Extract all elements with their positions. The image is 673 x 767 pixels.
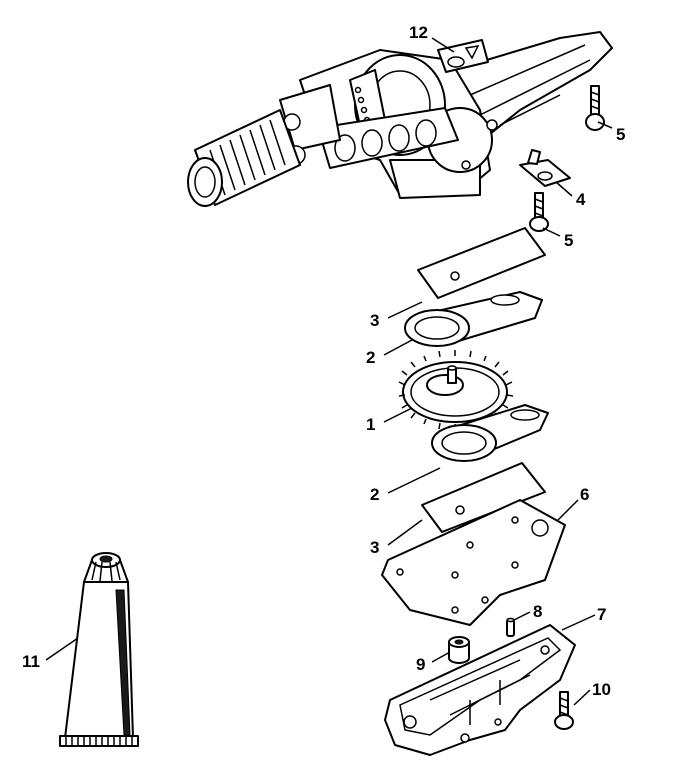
callout-5b: 5: [564, 231, 573, 250]
leader-lines: [45, 37, 613, 706]
callout-10: 10: [592, 680, 611, 699]
callout-2a: 2: [366, 348, 375, 367]
part-3-gasket-upper: [417, 227, 546, 299]
callout-3a: 3: [370, 311, 379, 330]
callout-11: 12: [409, 23, 428, 42]
part-9-bushing: [448, 636, 470, 664]
part-8-pin: [506, 617, 515, 637]
callout-6: 6: [580, 485, 589, 504]
callout-8: 8: [533, 602, 542, 621]
part-6-gasket-plate: [381, 499, 566, 626]
crimp-ribs: [65, 737, 133, 745]
callout-9: 9: [416, 655, 425, 674]
callout-1: 1: [366, 415, 375, 434]
part-2-connecting-rod-lower: [431, 404, 549, 462]
callout-labels: 12 5 4 5 3 2 1 2 3 6 8 7 9 10 11: [22, 23, 625, 699]
callout-7: 7: [597, 605, 606, 624]
part-7-base-plate: [384, 624, 576, 756]
callout-5a: 5: [616, 125, 625, 144]
callout-12: 11: [22, 652, 40, 671]
part-5-screw-lower: [529, 192, 549, 232]
cap-ribs: [91, 561, 121, 582]
part-3-gasket-lower: [421, 462, 546, 533]
part-11-label-plate: [437, 39, 489, 73]
part-2-connecting-rod-upper: [404, 291, 543, 347]
callout-3b: 3: [370, 538, 379, 557]
part-4-clip: [519, 149, 571, 187]
part-12-grease-tube: [59, 552, 139, 747]
gear-housing-assembly: [187, 31, 613, 207]
part-10-screw: [554, 691, 574, 730]
callout-2b: 2: [370, 485, 379, 504]
part-1-gear: [398, 350, 514, 430]
part-5-screw-upper: [585, 85, 605, 131]
callout-4: 4: [576, 190, 586, 209]
